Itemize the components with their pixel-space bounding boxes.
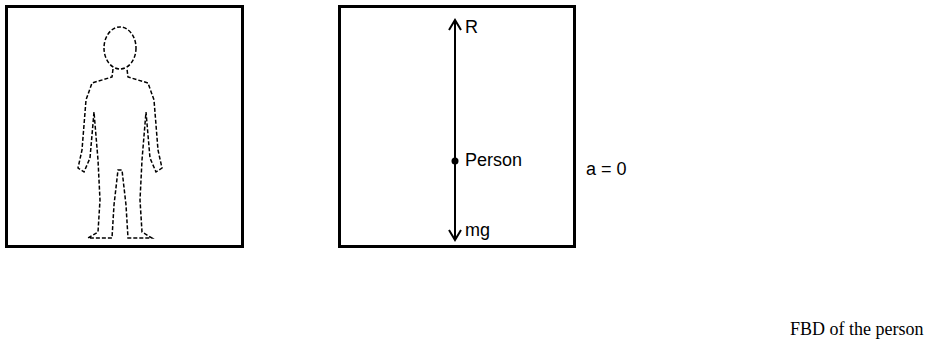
person-outline xyxy=(78,27,162,238)
force-arrow xyxy=(341,8,573,245)
fbd-frame: R Person mg xyxy=(338,5,576,248)
force-label: mg xyxy=(465,219,490,241)
caption: FBD of the person xyxy=(790,318,924,340)
force-label: R xyxy=(465,16,478,38)
person-head xyxy=(104,27,136,69)
force-line xyxy=(454,20,456,240)
point-mass xyxy=(452,158,459,165)
person-body xyxy=(78,69,162,238)
acceleration-label: a = 0 xyxy=(586,158,627,180)
body-label: Person xyxy=(465,149,522,171)
picture-frame xyxy=(7,7,243,247)
arrowhead xyxy=(449,20,461,30)
arrowhead xyxy=(449,230,461,240)
